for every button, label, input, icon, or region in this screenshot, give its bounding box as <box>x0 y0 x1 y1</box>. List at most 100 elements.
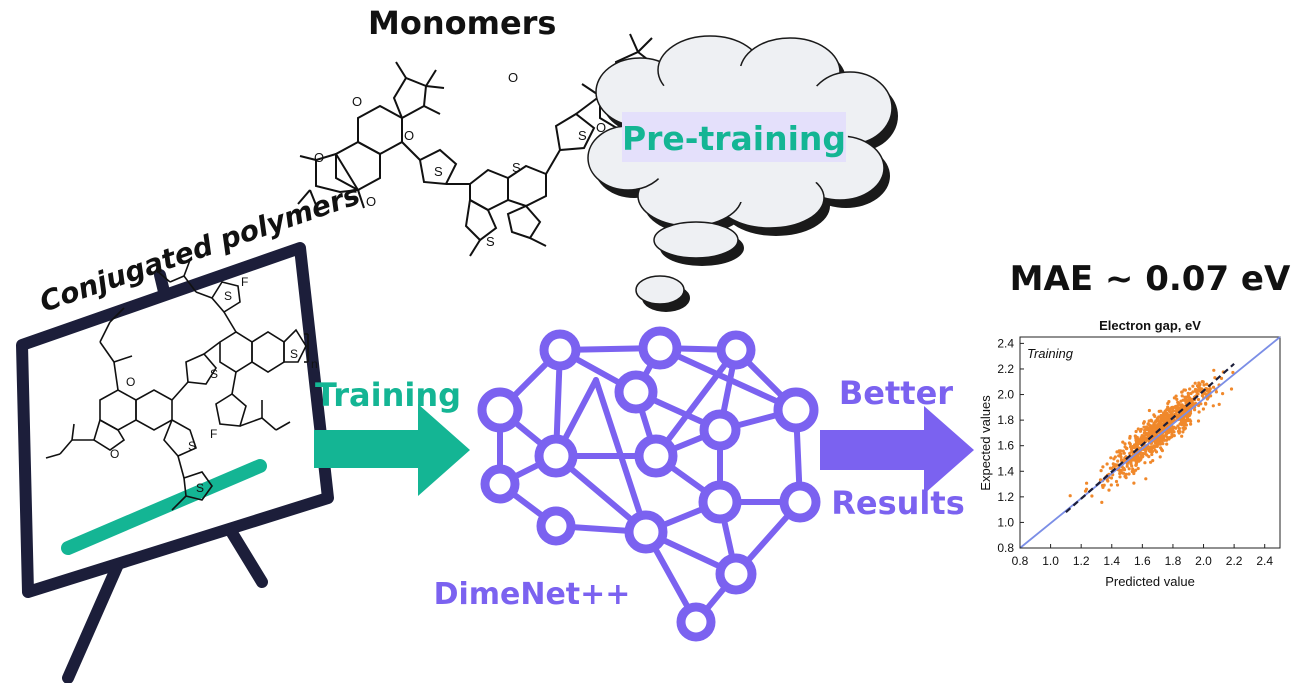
scatter-point <box>1159 409 1163 413</box>
scatter-point <box>1124 476 1128 480</box>
scatter-point <box>1105 462 1109 466</box>
scatter-point <box>1085 481 1089 485</box>
scatter-point <box>1129 447 1134 451</box>
scatter-point <box>1177 426 1181 431</box>
scatter-point <box>1180 403 1184 407</box>
scatter-point <box>1214 390 1218 394</box>
results-arrow <box>820 406 974 494</box>
oxygen-label: O <box>596 120 606 135</box>
y-tick-label: 1.8 <box>997 413 1014 427</box>
scatter-point <box>1111 462 1115 466</box>
scatter-point <box>1115 483 1120 487</box>
network-node <box>716 330 756 370</box>
scatter-point <box>1125 462 1129 466</box>
scatter-point <box>1211 385 1216 389</box>
results-label: Results <box>831 484 964 522</box>
polymer-atom-labels: n F F S S S S S O O <box>110 275 318 495</box>
x-tick-label: 0.8 <box>1012 554 1029 568</box>
scatter-point <box>1122 466 1126 470</box>
x-tick-label: 2.4 <box>1256 554 1273 568</box>
scatter-point <box>1176 424 1180 428</box>
scatter-point <box>1148 448 1152 452</box>
scatter-point <box>1162 413 1166 417</box>
scatter-point <box>1160 449 1164 453</box>
y-tick-label: 1.0 <box>997 515 1014 529</box>
chart-annotation: Training <box>1027 346 1074 361</box>
scatter-point <box>1150 419 1154 423</box>
scatter-point <box>1152 413 1156 417</box>
scatter-point <box>1152 444 1156 449</box>
scatter-point <box>1168 415 1172 419</box>
training-arrow <box>314 404 470 496</box>
scatter-point <box>1202 383 1206 387</box>
scatter-point <box>1165 411 1169 415</box>
scatter-point <box>1133 457 1137 461</box>
scatter-point <box>1168 435 1172 439</box>
scatter-point <box>1144 425 1149 429</box>
x-tick-label: 1.6 <box>1134 554 1151 568</box>
scatter-point <box>1116 459 1120 463</box>
scatter-point <box>1208 387 1212 391</box>
scatter-point <box>1139 454 1144 458</box>
scatter-point <box>1165 438 1169 442</box>
scatter-point <box>1134 468 1138 472</box>
scatter-point <box>1165 442 1169 446</box>
scatter-point <box>1136 466 1140 471</box>
network-node <box>676 602 716 642</box>
scatter-point <box>1117 454 1121 458</box>
y-tick-label: 1.6 <box>997 439 1014 453</box>
scatter-point <box>1109 456 1113 460</box>
sulfur-label: S <box>578 128 587 143</box>
scatter-point <box>1219 376 1224 380</box>
scatter-point <box>1179 420 1183 424</box>
scatter-point <box>1133 443 1137 447</box>
scatter-point <box>1123 442 1127 446</box>
scatter-point <box>1183 388 1187 392</box>
scatter-point <box>1118 475 1122 479</box>
y-tick-label: 1.4 <box>997 464 1014 478</box>
sulfur-label: S <box>196 481 204 495</box>
scatter-point <box>1169 411 1173 415</box>
scatter-point <box>1138 441 1142 446</box>
scatter-point <box>1170 420 1174 424</box>
scatter-point <box>1134 429 1138 434</box>
scatter-point <box>1175 397 1179 401</box>
scatter-point <box>1189 391 1193 396</box>
sulfur-label: S <box>210 367 218 381</box>
scatter-point <box>1177 401 1181 406</box>
scatter-point <box>1217 402 1221 406</box>
x-axis-label: Predicted value <box>1105 574 1195 589</box>
oxygen-label: O <box>110 447 119 461</box>
scatter-point <box>1156 441 1161 445</box>
scatter-point <box>1149 460 1153 464</box>
scatter-point <box>1142 421 1146 425</box>
scatter-point <box>1068 494 1072 498</box>
oxygen-label: O <box>508 70 518 85</box>
scatter-point <box>1196 397 1201 402</box>
network-node <box>773 387 819 433</box>
scatter-point <box>1212 368 1216 372</box>
oxygen-label: O <box>366 194 376 209</box>
scatter-point <box>1150 452 1154 457</box>
network-node <box>539 329 581 371</box>
scatter-point <box>1127 472 1131 476</box>
scatter-point <box>1221 392 1225 396</box>
scatter-point <box>1127 467 1131 471</box>
scatter-point <box>1109 483 1113 487</box>
scatter-point <box>1170 405 1174 409</box>
scatter-point <box>1099 469 1103 473</box>
scatter-point <box>1144 477 1148 481</box>
scatter-point <box>1122 471 1126 475</box>
scatter-point <box>1156 418 1160 422</box>
repeat-unit-label: n <box>311 357 318 371</box>
sulfur-label: S <box>486 234 495 249</box>
network-node <box>534 434 578 478</box>
scatter-point <box>1108 466 1112 470</box>
scatter-point <box>1172 396 1176 400</box>
y-tick-label: 1.2 <box>997 490 1014 504</box>
scatter-point <box>1122 459 1126 463</box>
scatter-point <box>1201 407 1205 411</box>
network-node <box>715 553 757 595</box>
scatter-point <box>1161 442 1165 446</box>
